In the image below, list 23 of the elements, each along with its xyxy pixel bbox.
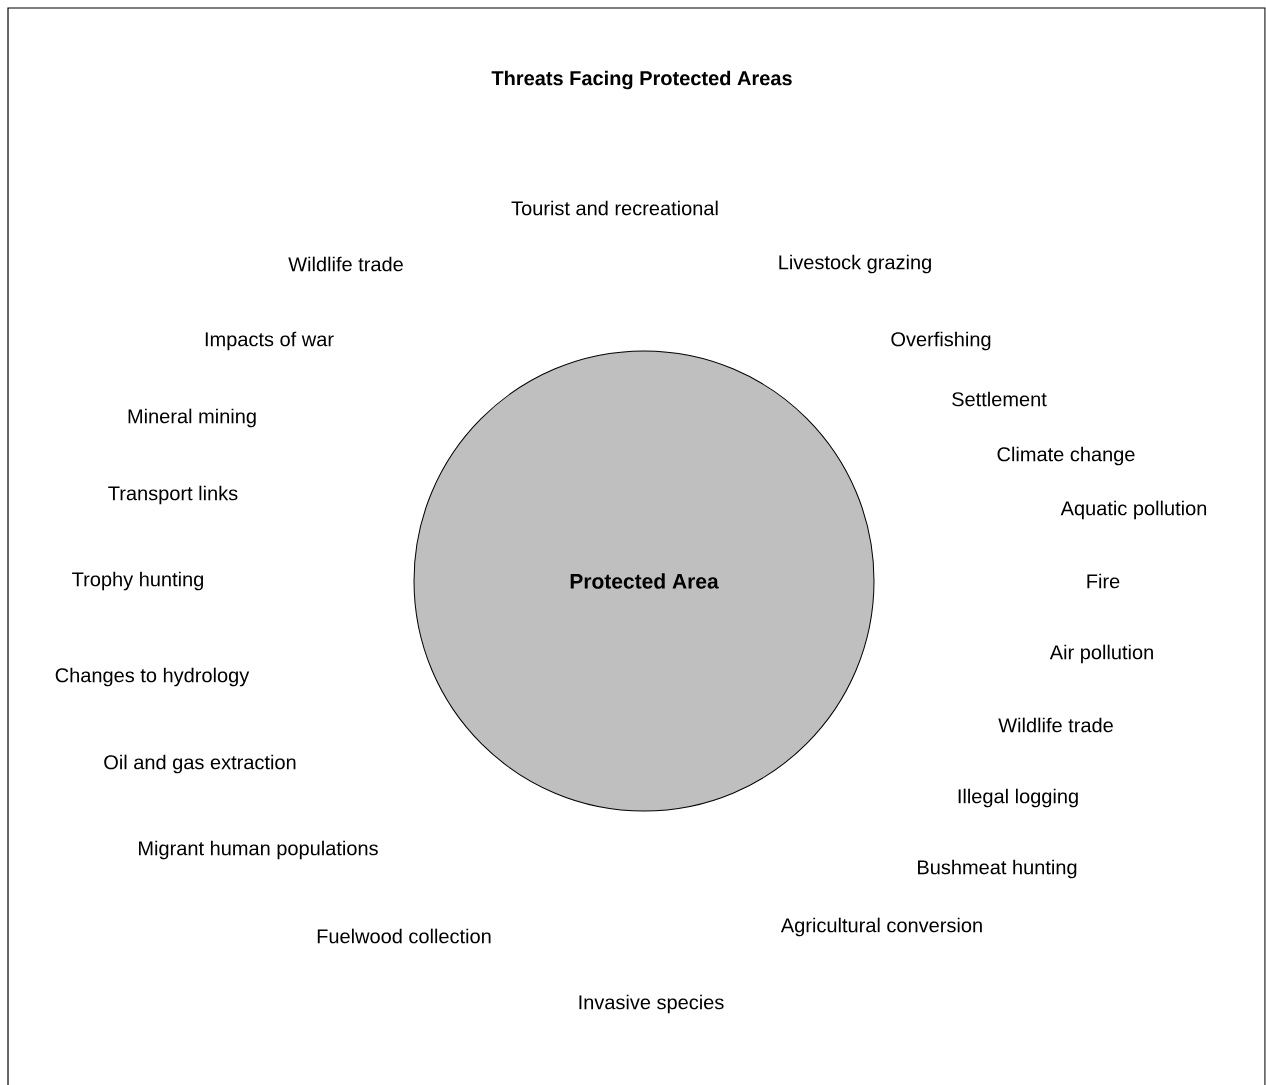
threat-label: Fire	[1087, 573, 1120, 589]
threat-label: Trophy hunting	[72, 571, 203, 591]
threat-label: Fuelwood collection	[317, 928, 491, 944]
threat-label: Settlement	[952, 391, 1047, 407]
threat-label: Impacts of war	[205, 331, 334, 351]
threat-label: Wildlife trade	[288, 256, 403, 272]
threat-label: Livestock grazing	[779, 254, 931, 274]
threat-label: Climate change	[997, 446, 1135, 466]
threat-label: Oil and gas extraction	[104, 754, 296, 774]
threat-label: Tourist and recreational	[511, 200, 718, 216]
threat-label: Air pollution	[1049, 644, 1153, 664]
threat-label: Overfishing	[891, 331, 991, 351]
threat-label: Changes to hydrology	[55, 667, 250, 687]
title: Threats Facing Protected Areas	[491, 70, 792, 90]
threat-label: Illegal logging	[958, 788, 1078, 808]
threat-label: Bushmeat hunting	[918, 859, 1077, 879]
threat-label: Wildlife trade	[998, 717, 1113, 733]
threat-label: Invasive species	[579, 994, 724, 1014]
threat-label: Aquatic pollution	[1060, 500, 1207, 520]
threat-label: Migrant human populations	[139, 840, 378, 860]
threat-label: Mineral mining	[128, 408, 256, 428]
threat-label: Transport links	[108, 485, 238, 505]
threat-label: Agricultural conversion	[780, 917, 982, 937]
